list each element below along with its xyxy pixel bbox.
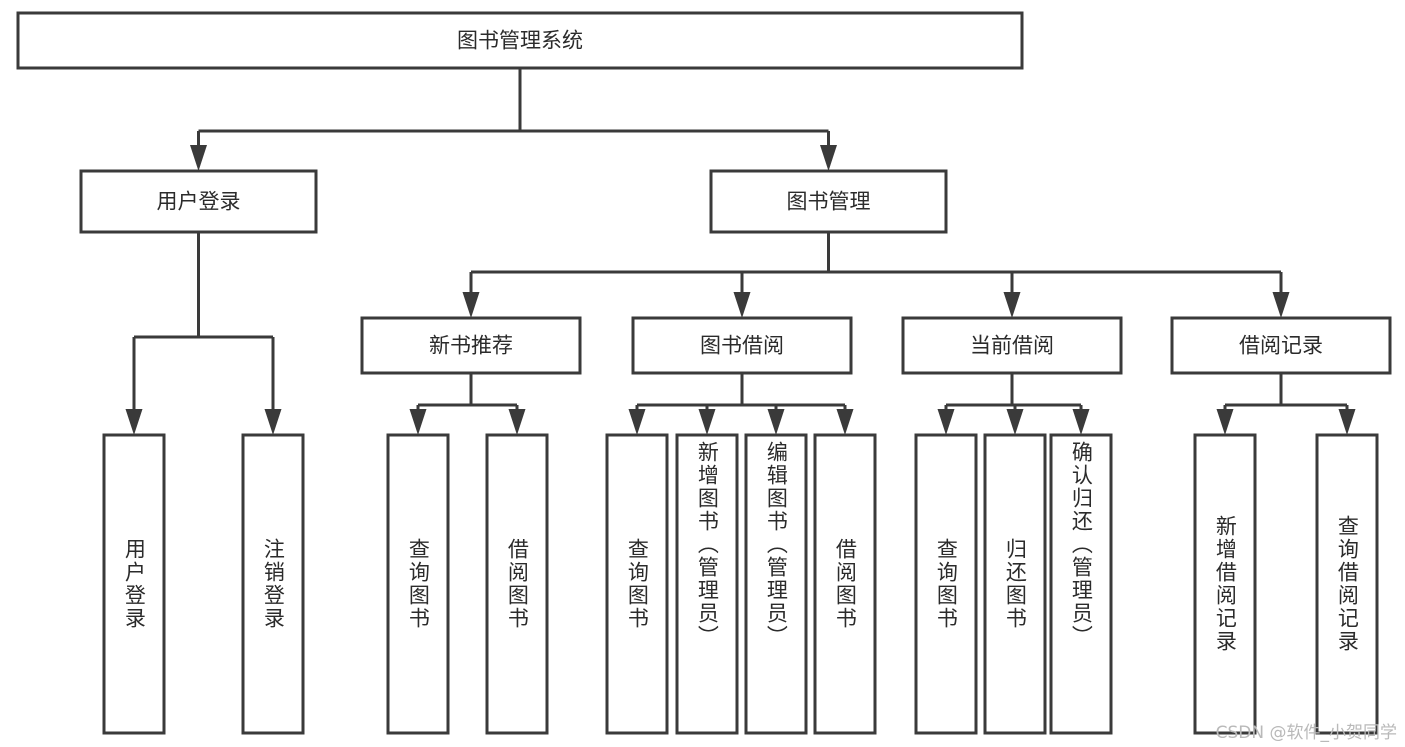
current-borrow-to-leaf-confirm-return-head bbox=[1072, 409, 1090, 435]
node-box-leaf-edit-book[interactable] bbox=[744, 433, 808, 735]
node-label-book-borrow: 图书借阅 bbox=[700, 334, 784, 358]
root-to-user-login-head bbox=[190, 145, 207, 171]
node-box-user-login[interactable] bbox=[79, 169, 318, 234]
current-borrow-to-leaf-query-book-3-head bbox=[937, 409, 955, 435]
node-box-leaf-confirm-return[interactable] bbox=[1049, 433, 1113, 735]
book-manage-to-new-book-rec-head bbox=[462, 292, 480, 318]
book-borrow-to-leaf-borrow-book-2-head bbox=[836, 409, 854, 435]
node-box-book-manage[interactable] bbox=[709, 169, 948, 234]
node-box-leaf-add-book[interactable] bbox=[675, 433, 739, 735]
new-book-rec-to-leaf-query-book-1-head bbox=[409, 409, 427, 435]
node-box-leaf-add-record[interactable] bbox=[1193, 433, 1257, 735]
node-box-leaf-query-book-1[interactable] bbox=[386, 433, 450, 735]
node-label-user-login: 用户登录 bbox=[157, 190, 241, 214]
user-login-to-leaf-user-login-head bbox=[125, 409, 143, 435]
book-borrow-to-leaf-add-book-head bbox=[698, 409, 716, 435]
node-box-leaf-logout[interactable] bbox=[241, 433, 305, 735]
node-box-leaf-query-book-3[interactable] bbox=[914, 433, 978, 735]
current-borrow-to-leaf-return-book-head bbox=[1006, 409, 1024, 435]
node-label-borrow-record: 借阅记录 bbox=[1239, 334, 1323, 358]
node-box-leaf-return-book[interactable] bbox=[983, 433, 1047, 735]
node-box-leaf-query-record[interactable] bbox=[1315, 433, 1379, 735]
book-manage-to-book-borrow-head bbox=[733, 292, 751, 318]
root-to-book-manage-head bbox=[820, 145, 837, 171]
node-box-current-borrow[interactable] bbox=[901, 316, 1123, 375]
borrow-record-to-leaf-query-record-head bbox=[1338, 409, 1356, 435]
node-box-new-book-rec[interactable] bbox=[360, 316, 582, 375]
node-box-leaf-borrow-book-1[interactable] bbox=[485, 433, 549, 735]
node-box-leaf-query-book-2[interactable] bbox=[605, 433, 669, 735]
node-box-book-borrow[interactable] bbox=[631, 316, 853, 375]
book-manage-to-borrow-record-head bbox=[1272, 292, 1290, 318]
book-borrow-to-leaf-query-book-2-head bbox=[628, 409, 646, 435]
new-book-rec-to-leaf-borrow-book-1-head bbox=[508, 409, 526, 435]
node-label-current-borrow: 当前借阅 bbox=[970, 334, 1054, 358]
borrow-record-to-leaf-add-record-head bbox=[1216, 409, 1234, 435]
node-box-borrow-record[interactable] bbox=[1170, 316, 1392, 375]
csdn-watermark: CSDN @软件_小贺同学 bbox=[1215, 723, 1397, 743]
connector-lines bbox=[125, 68, 1356, 435]
node-boxes bbox=[16, 11, 1392, 735]
node-label-root: 图书管理系统 bbox=[457, 29, 583, 53]
book-manage-to-current-borrow-head bbox=[1003, 292, 1021, 318]
book-borrow-to-leaf-edit-book-head bbox=[767, 409, 785, 435]
user-login-to-leaf-logout-head bbox=[264, 409, 282, 435]
node-box-leaf-user-login[interactable] bbox=[102, 433, 166, 735]
node-label-new-book-rec: 新书推荐 bbox=[429, 334, 513, 358]
node-box-leaf-borrow-book-2[interactable] bbox=[813, 433, 877, 735]
node-box-root[interactable] bbox=[16, 11, 1024, 70]
node-label-book-manage: 图书管理 bbox=[787, 190, 871, 214]
